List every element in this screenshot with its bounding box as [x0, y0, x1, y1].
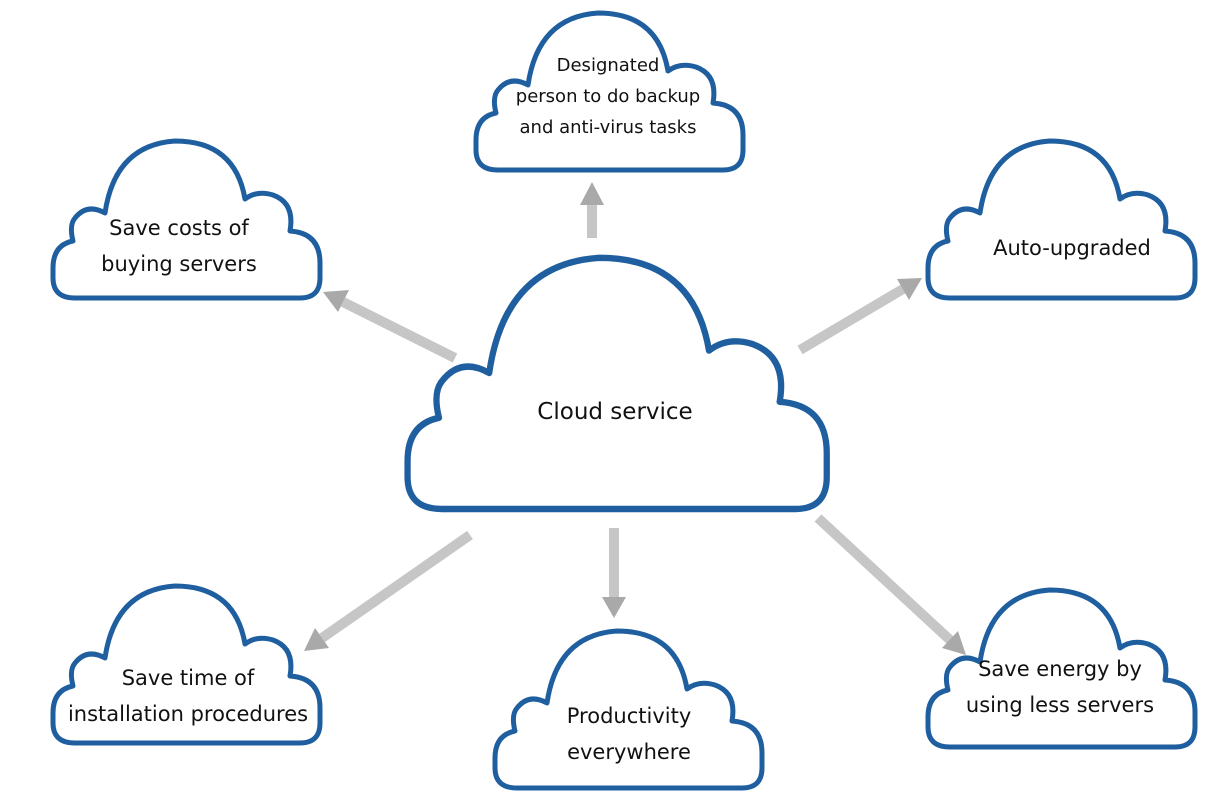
bottom-center-node-line-2: everywhere [567, 740, 691, 765]
top-node-line-3: and anti-virus tasks [519, 116, 697, 138]
top-node-label: Designated person to do backup and anti-… [468, 51, 748, 144]
arrow-to-bottom-left [304, 530, 473, 651]
bottom-left-node-line-1: Save time of [121, 666, 255, 690]
bottom-right-node-line-1: Save energy by [978, 657, 1142, 681]
arrow-to-bottom-right [814, 514, 966, 655]
bottom-right-node-label: Save energy by using less servers [920, 651, 1200, 723]
center-cloud [408, 258, 827, 509]
top-left-node-line-2: buying servers [101, 252, 257, 277]
cloud-top-right [928, 141, 1195, 298]
arrow-to-top-left [323, 290, 458, 363]
arrow-to-bottom-center [602, 528, 626, 618]
bottom-center-node-line-1: Productivity [566, 704, 692, 728]
top-node-line-2: person to do backup [515, 85, 701, 107]
center-label-line-1: Cloud service [537, 399, 693, 425]
bottom-left-node-line-2: installation procedures [67, 702, 309, 727]
center-label: Cloud service [465, 393, 765, 433]
bottom-left-node-label: Save time of installation procedures [48, 660, 328, 732]
top-left-node-line-1: Save costs of [109, 216, 249, 240]
top-node-line-1: Designated [556, 55, 660, 76]
arrows [304, 182, 966, 655]
bottom-center-node-label: Productivity everywhere [489, 698, 769, 770]
arrow-to-top [580, 182, 604, 238]
bottom-right-node-line-2: using less servers [965, 693, 1155, 718]
top-right-node-line-1: Auto-upgraded [993, 236, 1151, 260]
arrow-to-top-right [797, 278, 922, 355]
top-right-node-label: Auto-upgraded [932, 230, 1209, 266]
top-left-node-label: Save costs of buying servers [39, 210, 319, 282]
